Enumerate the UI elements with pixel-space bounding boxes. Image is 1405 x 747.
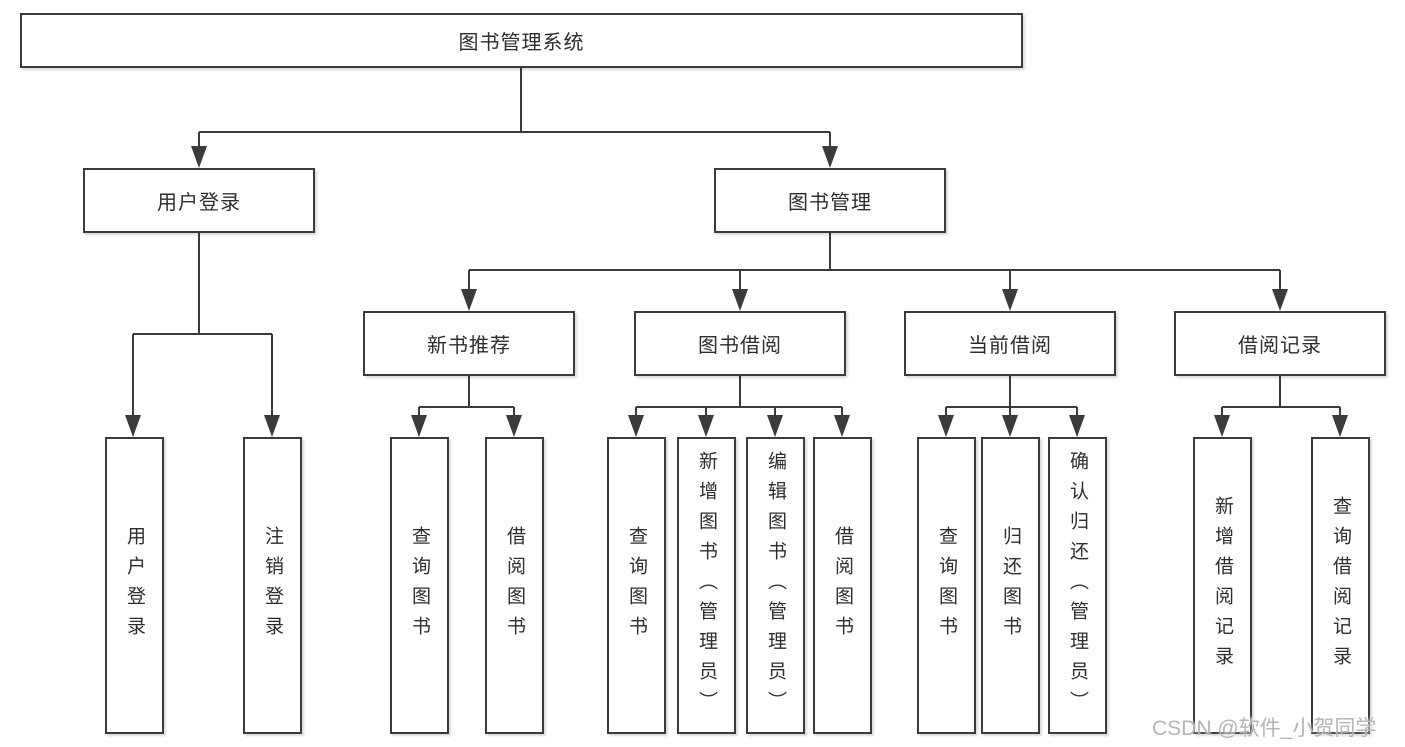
leaf-edit-books-admin: 编辑图书（管理员）	[746, 437, 805, 734]
leaf-user-login-label: 用户登录	[124, 525, 145, 646]
leaf-newbook-query-books: 查询图书	[390, 437, 449, 734]
node-book-management: 图书管理	[714, 168, 946, 233]
leaf-add-borrow-record-label: 新增借阅记录	[1212, 495, 1233, 676]
arrowheads	[125, 146, 1348, 437]
node-user-login: 用户登录	[83, 168, 315, 233]
node-borrow-records-label: 借阅记录	[1238, 335, 1322, 357]
leaf-borrow-books-label: 借阅图书	[832, 525, 853, 646]
leaf-edit-books-admin-label: 编辑图书（管理员）	[765, 450, 786, 721]
leaf-confirm-return-admin: 确认归还（管理员）	[1048, 437, 1107, 734]
leaf-borrow-books: 借阅图书	[813, 437, 872, 734]
leaf-current-query-books: 查询图书	[917, 437, 976, 734]
leaf-return-books: 归还图书	[981, 437, 1040, 734]
leaf-newbook-borrow-books-label: 借阅图书	[504, 525, 525, 646]
node-book-borrow: 图书借阅	[634, 311, 846, 376]
node-root-label: 图书管理系统	[458, 32, 585, 54]
node-current-borrow: 当前借阅	[904, 311, 1116, 376]
leaf-add-borrow-record: 新增借阅记录	[1193, 437, 1252, 734]
node-user-login-label: 用户登录	[157, 192, 241, 214]
leaf-return-books-label: 归还图书	[1000, 525, 1021, 646]
leaf-user-login: 用户登录	[105, 437, 164, 734]
node-borrow-records: 借阅记录	[1174, 311, 1386, 376]
node-root: 图书管理系统	[20, 13, 1023, 68]
node-current-borrow-label: 当前借阅	[968, 335, 1052, 357]
leaf-add-books-admin: 新增图书（管理员）	[677, 437, 736, 734]
node-new-book-recommend: 新书推荐	[363, 311, 575, 376]
leaf-current-query-books-label: 查询图书	[936, 525, 957, 646]
leaf-newbook-borrow-books: 借阅图书	[485, 437, 544, 734]
node-book-borrow-label: 图书借阅	[698, 335, 782, 357]
leaf-borrow-query-books: 查询图书	[607, 437, 666, 734]
leaf-logout-label: 注销登录	[262, 525, 283, 646]
leaf-confirm-return-admin-label: 确认归还（管理员）	[1067, 450, 1088, 721]
leaf-query-borrow-record-label: 查询借阅记录	[1330, 495, 1351, 676]
leaf-logout: 注销登录	[243, 437, 302, 734]
node-new-book-recommend-label: 新书推荐	[427, 335, 511, 357]
csdn-watermark: CSDN @软件_小贺同学	[1152, 717, 1377, 740]
leaf-add-books-admin-label: 新增图书（管理员）	[696, 450, 717, 721]
leaf-newbook-query-books-label: 查询图书	[409, 525, 430, 646]
leaf-borrow-query-books-label: 查询图书	[626, 525, 647, 646]
leaf-query-borrow-record: 查询借阅记录	[1311, 437, 1370, 734]
node-book-management-label: 图书管理	[788, 192, 872, 214]
